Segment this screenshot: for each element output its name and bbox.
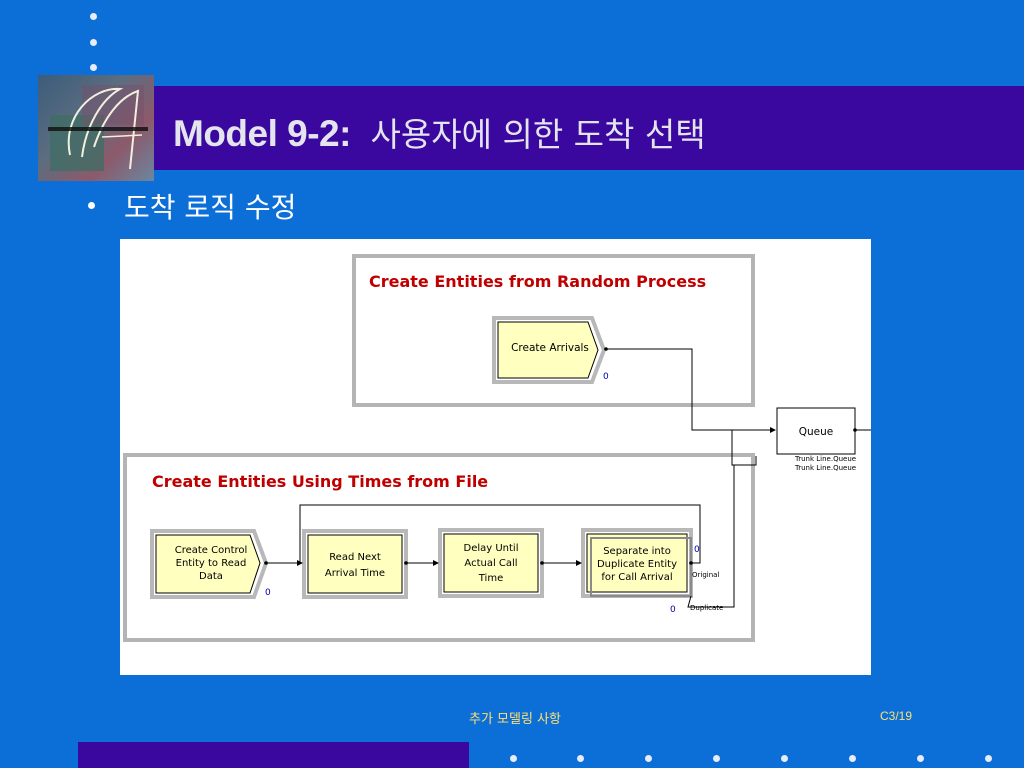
title-bar — [153, 86, 1024, 170]
decor-dot — [917, 755, 924, 762]
module-delay-until[interactable]: Delay Until Actual Call Time — [438, 528, 544, 598]
decor-dot — [90, 13, 97, 20]
decor-dot — [577, 755, 584, 762]
separate-line: Separate into — [603, 546, 671, 557]
group-file-title: Create Entities Using Times from File — [152, 472, 488, 491]
module-queue[interactable]: Queue — [776, 407, 856, 455]
queue-sublabel: Trunk Line.Queue — [794, 455, 856, 463]
port-label-duplicate: Duplicate — [690, 604, 723, 612]
decor-dot — [90, 39, 97, 46]
diagram-canvas: Create Entities from Random Process Crea… — [123, 254, 871, 642]
create-control-counter: 0 — [265, 588, 271, 598]
separate-line: for Call Arrival — [601, 572, 672, 583]
connector-arrivals-queue — [606, 348, 776, 433]
decor-dot — [510, 755, 517, 762]
module-read-next[interactable]: Read Next Arrival Time — [302, 529, 408, 599]
decor-dot — [781, 755, 788, 762]
separate-line: Duplicate Entity — [597, 559, 677, 570]
delay-until-line: Actual Call — [464, 558, 517, 569]
create-control-line: Data — [199, 571, 223, 582]
bullet-text: 도착 로직 수정 — [124, 191, 297, 224]
create-control-line: Entity to Read — [176, 558, 247, 569]
bullet-dot-icon — [88, 202, 95, 209]
create-arrivals-label: Create Arrivals — [511, 342, 589, 354]
module-separate[interactable]: Separate into Duplicate Entity for Call … — [581, 528, 693, 598]
page-number: C3/19 — [880, 709, 913, 723]
slide-title: Model 9-2: 사용자에 의한 도착 선택 — [173, 108, 706, 156]
arena-diagram: Create Entities from Random Process Crea… — [120, 239, 871, 675]
create-arrivals-counter: 0 — [603, 372, 609, 382]
queue-sublabel: Trunk Line.Queue — [794, 464, 856, 472]
decor-dot — [90, 64, 97, 71]
connectors — [266, 348, 871, 608]
separate-duplicate-counter: 0 — [670, 605, 676, 615]
module-create-control[interactable]: Create Control Entity to Read Data — [150, 529, 269, 599]
separate-original-counter: 0 — [694, 545, 700, 555]
connector-loop-back — [299, 504, 701, 564]
decor-dot — [985, 755, 992, 762]
port-dots — [264, 347, 857, 565]
footer-center-text: 추가 모델링 사항 — [469, 712, 561, 727]
connector-duplicate-queue — [731, 430, 757, 466]
delay-until-line: Delay Until — [464, 543, 519, 554]
decor-dot — [849, 755, 856, 762]
logo-image — [38, 75, 154, 181]
title-korean: 사용자에 의한 도착 선택 — [370, 115, 706, 154]
title-model: Model 9-2: — [173, 113, 351, 154]
create-control-line: Create Control — [175, 545, 248, 556]
read-next-line: Read Next — [329, 552, 381, 563]
decor-dot — [645, 755, 652, 762]
queue-label: Queue — [799, 426, 834, 438]
port-label-original: Original — [692, 571, 719, 579]
logo-monogram-icon — [48, 85, 148, 171]
module-create-arrivals[interactable]: Create Arrivals — [492, 316, 607, 384]
decor-dot — [713, 755, 720, 762]
bottom-bar — [78, 742, 469, 768]
group-random-title: Create Entities from Random Process — [369, 272, 706, 291]
read-next-line: Arrival Time — [325, 568, 385, 579]
delay-until-line: Time — [478, 573, 503, 584]
connector-duplicate-out — [687, 465, 735, 608]
